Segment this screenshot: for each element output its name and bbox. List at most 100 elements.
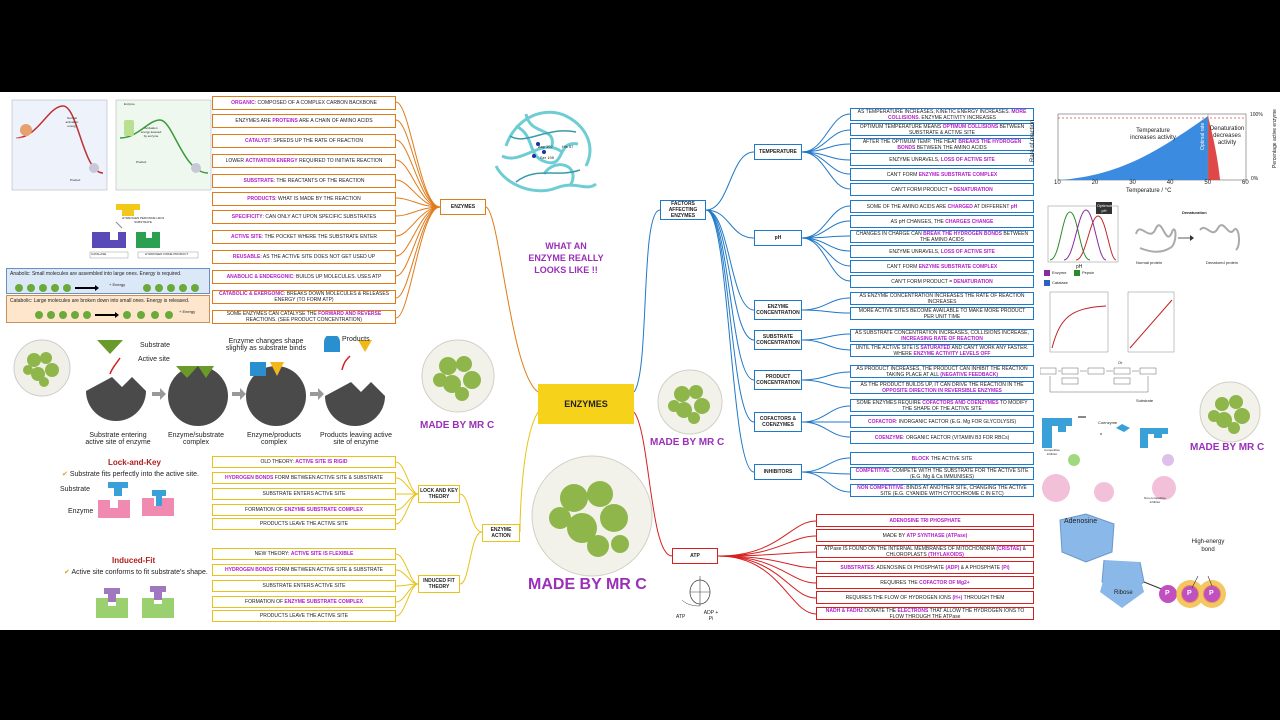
highlight-text: SUBSTRATES	[840, 564, 874, 571]
node-cofactors[interactable]: COFACTORS & COENZYMES	[754, 412, 802, 432]
node-temperature[interactable]: TEMPERATURE	[754, 144, 802, 160]
node-enzymes[interactable]: ENZYMES	[440, 199, 486, 215]
item-text: ENZYMES ARE PROTEINS ARE A CHAIN OF AMIN…	[235, 118, 372, 124]
lockkey-item[interactable]: SUBSTRATE ENTERS ACTIVE SITE	[212, 488, 396, 500]
factors-item[interactable]: SOME OF THE AMINO ACIDS ARE CHARGED AT D…	[850, 200, 1034, 213]
node-factors[interactable]: FACTORS AFFECTING ENZYMES	[660, 200, 706, 220]
factors-item[interactable]: CAN'T FORM ENZYME SUBSTRATE COMPLEX	[850, 260, 1034, 273]
factors-item[interactable]: MORE ACTIVE SITES BECOME AVAILABLE TO MA…	[850, 307, 1034, 320]
item-text: ATPase IS FOUND ON THE INTERNAL MEMBRANE…	[820, 546, 1030, 557]
enzymes-item[interactable]: PRODUCTS: WHAT IS MADE BY THE REACTION	[212, 192, 396, 206]
factors-item[interactable]: COMPETITIVE: COMPETE WITH THE SUBSTRATE …	[850, 467, 1034, 480]
induced-item[interactable]: PRODUCTS LEAVE THE ACTIVE SITE	[212, 610, 396, 622]
phosphate-label: P	[1209, 590, 1214, 597]
factors-item[interactable]: AFTER THE OPTIMUM TEMP. THE HEAT BREAKS …	[850, 138, 1034, 151]
node-product-concentration[interactable]: PRODUCT CONCENTRATION	[754, 370, 802, 390]
h2o2-label: HYDROGEN PEROXIDE H2O2 SUBSTRATE	[121, 216, 165, 224]
atp-item[interactable]: REQUIRES THE COFACTOR OF Mg2+	[816, 576, 1034, 589]
induced-fit-title: Induced-Fit	[112, 556, 156, 565]
factors-item[interactable]: CAN'T FORM PRODUCT = DENATURATION	[850, 275, 1034, 288]
induced-item[interactable]: SUBSTRATE ENTERS ACTIVE SITE	[212, 580, 396, 592]
node-inhibitors[interactable]: INHIBITORS	[754, 464, 802, 480]
enzymes-item[interactable]: SUBSTRATE: THE REACTANTS OF THE REACTION	[212, 174, 396, 188]
atp-item[interactable]: MADE BY ATP SYNTHASE (ATPase)	[816, 529, 1034, 542]
node-ph[interactable]: pH	[754, 230, 802, 246]
node-enzyme-concentration[interactable]: ENZYME CONCENTRATION	[754, 300, 802, 320]
item-text: CHANGES IN CHARGE CAN BREAK THE HYDROGEN…	[854, 231, 1030, 242]
factors-item[interactable]: CAN'T FORM ENZYME SUBSTRATE COMPLEX	[850, 168, 1034, 181]
center-node-enzymes[interactable]: ENZYMES	[538, 384, 634, 424]
highlight-text: ORGANIC	[231, 100, 255, 106]
factors-item[interactable]: AS THE PRODUCT BUILDS UP, IT CAN DRIVE T…	[850, 381, 1034, 394]
plain-text: REQUIRES THE FLOW OF HYDROGEN IONS	[845, 594, 953, 601]
item-text: PRODUCTS: WHAT IS MADE BY THE REACTION	[247, 196, 361, 202]
induced-item[interactable]: FORMATION OF ENZYME SUBSTRATE COMPLEX	[212, 596, 396, 608]
enzymes-item[interactable]: REUSABLE: AS THE ACTIVE SITE DOES NOT GE…	[212, 250, 396, 264]
factors-item[interactable]: ENZYME UNRAVELS, LOSS OF ACTIVE SITE	[850, 245, 1034, 258]
catabolic-energy-tag: + Energy	[179, 309, 196, 314]
enzymes-item[interactable]: LOWER ACTIVATION ENERGY REQUIRED TO INIT…	[212, 154, 396, 168]
enzymes-item[interactable]: CATABOLIC & EXERGONIC: BREAKS DOWN MOLEC…	[212, 290, 396, 304]
factors-item[interactable]: NON COMPETITIVE: BINDS AT ANOTHER SITE, …	[850, 484, 1034, 497]
lockkey-item[interactable]: PRODUCTS LEAVE THE ACTIVE SITE	[212, 518, 396, 530]
factors-item[interactable]: AS PRODUCT INCREASES, THE PRODUCT CAN IN…	[850, 365, 1034, 378]
lockkey-item[interactable]: FORMATION OF ENZYME SUBSTRATE COMPLEX	[212, 504, 396, 516]
normal-protein-label: Normal protein	[1136, 260, 1163, 265]
induced-fit-text: ✔ Active site conforms to fit substrate'…	[64, 569, 208, 576]
node-substrate-concentration[interactable]: SUBSTRATE CONCENTRATION	[754, 330, 802, 350]
atp-item[interactable]: NADH & FADH2 DONATE THE ELECTRONS THAT A…	[816, 607, 1034, 620]
factors-item[interactable]: ENZYME UNRAVELS, LOSS OF ACTIVE SITE	[850, 153, 1034, 166]
lockkey-item[interactable]: HYDROGEN BONDS FORM BETWEEN ACTIVE SITE …	[212, 472, 396, 484]
atp-item[interactable]: ATPase IS FOUND ON THE INTERNAL MEMBRANE…	[816, 545, 1034, 558]
plain-text: . ENZYME ACTIVITY INCREASES	[918, 114, 996, 121]
factors-item[interactable]: OPTIMUM TEMPERATURE MEANS OPTIMUM COLLIS…	[850, 123, 1034, 136]
highlight-text: LOSS OF ACTIVE SITE	[940, 248, 995, 255]
enzymes-item[interactable]: SOME ENZYMES CAN CATALYSE THE FORWARD AN…	[212, 310, 396, 324]
plain-text: SUBSTRATE ENTERS ACTIVE SITE	[262, 491, 346, 497]
highlight-text: COFACTOR	[868, 418, 896, 425]
atp-item[interactable]: ADENOSINE TRI PHOSPHATE	[816, 514, 1034, 527]
highlight-text: ENZYME SUBSTRATE COMPLEX	[918, 171, 998, 178]
factors-item[interactable]: CAN'T FORM PRODUCT = DENATURATION	[850, 183, 1034, 196]
enzymes-item[interactable]: SPECIFICITY: CAN ONLY ACT UPON SPECIFIC …	[212, 210, 396, 224]
induced-item[interactable]: HYDROGEN BONDS FORM BETWEEN ACTIVE SITE …	[212, 564, 396, 576]
atp-item[interactable]: SUBSTRATES: ADENOSINE DI PHOSPHATE (ADP)…	[816, 561, 1034, 574]
factors-item[interactable]: COENZYME: ORGANIC FACTOR (VITAMIN B3 FOR…	[850, 431, 1034, 444]
node-induced-fit[interactable]: INDUCED FIT THEORY	[418, 575, 460, 593]
enzymes-item[interactable]: CATALYST: SPEEDS UP THE RATE OF REACTION	[212, 134, 396, 148]
mind-map-canvas: Reactants Product Normal activation ener…	[0, 92, 1280, 630]
plain-text: : BINDS AT ANOTHER SITE, CHANGING THE AC…	[880, 484, 1027, 497]
factors-item[interactable]: AS SUBSTRATE CONCENTRATION INCREASES, CO…	[850, 329, 1034, 342]
lockkey-item[interactable]: OLD THEORY: ACTIVE SITE IS RIGID	[212, 456, 396, 468]
factors-item[interactable]: CHANGES IN CHARGE CAN BREAK THE HYDROGEN…	[850, 230, 1034, 243]
node-atp[interactable]: ATP	[672, 548, 718, 564]
factors-item[interactable]: UNTIL THE ACTIVE SITE IS SATURATED AND C…	[850, 344, 1034, 357]
plain-text: FORMATION OF	[245, 507, 285, 513]
plain-text: AS SUBSTRATE CONCENTRATION INCREASES, CO…	[855, 329, 1029, 336]
enzymes-item[interactable]: ANABOLIC & ENDERGONIC: BUILDS UP MOLECUL…	[212, 270, 396, 284]
factors-item[interactable]: AS pH CHANGES, THE CHARGES CHANGE	[850, 215, 1034, 228]
plain-text: CAN'T FORM PRODUCT =	[891, 186, 954, 193]
enzyme-action-diagram	[86, 336, 385, 426]
factors-item[interactable]: SOME ENZYMES REQUIRE COFACTORS AND COENZ…	[850, 399, 1034, 412]
activation-energy-graphs	[11, 99, 212, 191]
highlight-text: ENZYME SUBSTRATE COMPLEX	[284, 507, 363, 513]
highlight-text: INCREASING RATE OF REACTION	[901, 335, 983, 342]
atp-item[interactable]: REQUIRES THE FLOW OF HYDROGEN IONS (H+) …	[816, 591, 1034, 604]
node-lock-key[interactable]: LOCK AND KEY THEORY	[418, 485, 460, 503]
plain-text: AS THE PRODUCT BUILDS UP, IT CAN DRIVE T…	[860, 381, 1024, 388]
highlight-text: OPTIMUM COLLISIONS	[942, 123, 999, 130]
factors-item[interactable]: BLOCK THE ACTIVE SITE	[850, 452, 1034, 465]
factors-item[interactable]: AS ENZYME CONCENTRATION INCREASES THE RA…	[850, 292, 1034, 305]
enzymes-item[interactable]: ENZYMES ARE PROTEINS ARE A CHAIN OF AMIN…	[212, 114, 396, 128]
node-enzyme-action[interactable]: ENZYME ACTION	[482, 524, 520, 542]
enzymes-item[interactable]: ORGANIC: COMPOSED OF A COMPLEX CARBON BA…	[212, 96, 396, 110]
item-text: AFTER THE OPTIMUM TEMP. THE HEAT BREAKS …	[854, 139, 1030, 150]
factors-item[interactable]: AS TEMPERATURE INCREASES, KINETIC ENERGY…	[850, 108, 1034, 121]
plain-text: SUBSTRATE ENTERS ACTIVE SITE	[262, 583, 346, 589]
ph-legend-swatch	[1074, 270, 1080, 276]
enzymes-item[interactable]: ACTIVE SITE: THE POCKET WHERE THE SUBSTR…	[212, 230, 396, 244]
induced-item[interactable]: NEW THEORY: ACTIVE SITE IS FLEXIBLE	[212, 548, 396, 560]
factors-item[interactable]: COFACTOR: INORGANIC FACTOR (E.G. Mg FOR …	[850, 415, 1034, 428]
plain-text: ENZYME UNRAVELS,	[889, 156, 941, 163]
